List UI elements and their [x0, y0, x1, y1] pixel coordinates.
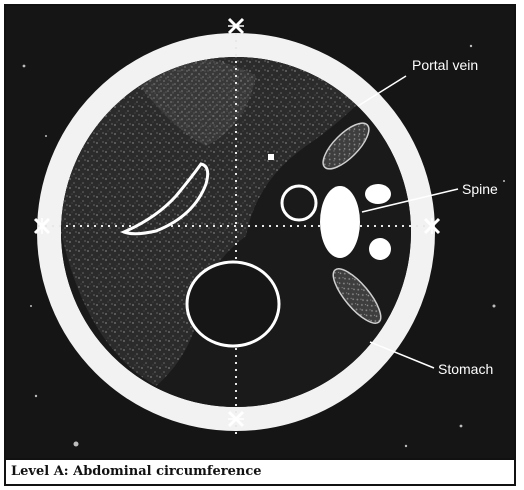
abdominal-cross-section: Portal vein Spine Stomach: [6, 6, 514, 458]
stomach: [187, 262, 279, 346]
vertebral-body: [320, 186, 360, 258]
figure-caption: Level A: Abdominal circumference: [11, 464, 262, 479]
caption-bar: Level A: Abdominal circumference: [6, 458, 514, 484]
bright-speck: [268, 154, 274, 160]
stomach-label: Stomach: [438, 361, 493, 377]
round-vessel: [282, 186, 316, 220]
ultrasound-figure: Portal vein Spine Stomach Level A: Abdom…: [4, 4, 516, 486]
spine-ossification-upper: [365, 184, 391, 204]
spine-label: Spine: [462, 181, 498, 197]
spine-ossification-lower: [369, 238, 391, 260]
portal-vein-label: Portal vein: [412, 57, 478, 73]
ultrasound-diagram: Portal vein Spine Stomach: [6, 6, 514, 458]
